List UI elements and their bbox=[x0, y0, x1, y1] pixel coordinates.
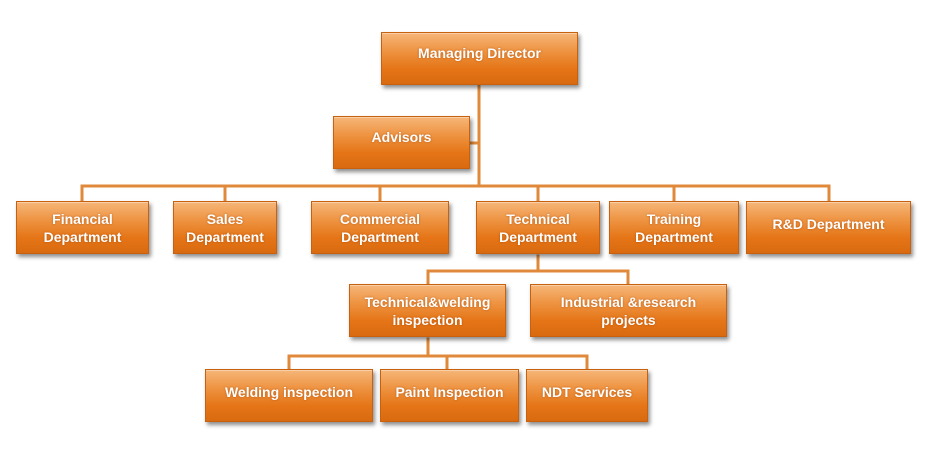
node-rnd-department: R&D Department bbox=[746, 201, 911, 254]
node-technical-department: Technical Department bbox=[476, 201, 600, 254]
node-sales-department: Sales Department bbox=[173, 201, 277, 254]
node-managing-director: Managing Director bbox=[381, 32, 578, 85]
node-commercial-department: Commercial Department bbox=[311, 201, 449, 254]
node-welding-inspection: Welding inspection bbox=[205, 369, 373, 422]
node-paint-inspection: Paint Inspection bbox=[380, 369, 519, 422]
node-financial-department: Financial Department bbox=[16, 201, 149, 254]
node-advisors: Advisors bbox=[333, 116, 470, 169]
node-technical-welding-inspection: Technical&welding inspection bbox=[349, 284, 506, 337]
node-training-department: Training Department bbox=[609, 201, 739, 254]
node-ndt-services: NDT Services bbox=[526, 369, 648, 422]
node-industrial-research-projects: Industrial &research projects bbox=[530, 284, 727, 337]
